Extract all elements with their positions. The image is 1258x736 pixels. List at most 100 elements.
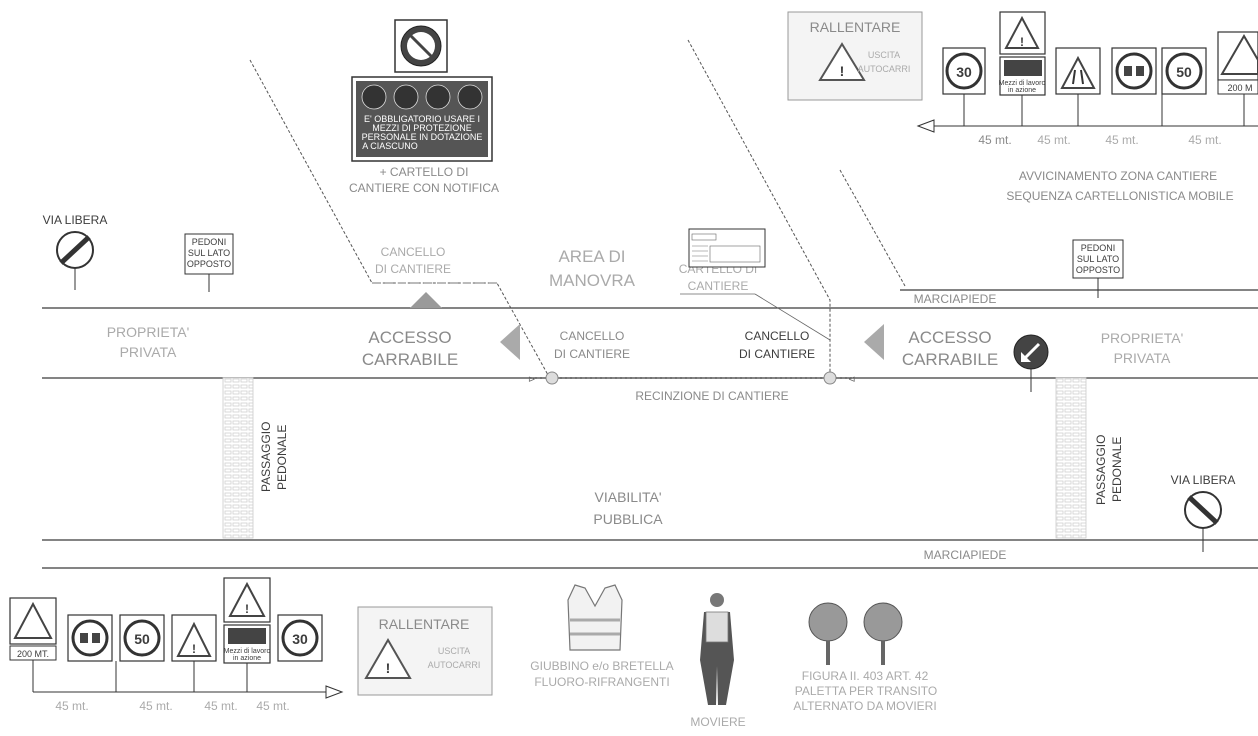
svg-text:!: ! bbox=[840, 63, 845, 79]
svg-text:30: 30 bbox=[956, 64, 972, 80]
fence-lamp-icon bbox=[823, 371, 837, 385]
passaggio-left-label-2: PEDONALE bbox=[275, 425, 289, 490]
svg-text:ALTERNATO DA MOVIERI: ALTERNATO DA MOVIERI bbox=[793, 699, 936, 713]
direction-arrow-icon bbox=[916, 119, 935, 133]
road-narrows-icon bbox=[1060, 55, 1096, 89]
proprieta-right-label-2: PRIVATA bbox=[1114, 350, 1171, 366]
svg-text:!: ! bbox=[245, 602, 249, 616]
pedoni-sign-right: PEDONI SUL LATO OPPOSTO bbox=[1072, 239, 1124, 298]
marciapiede-top-label: MARCIAPIEDE bbox=[914, 292, 997, 306]
marciapiede-bottom-label: MARCIAPIEDE bbox=[924, 548, 1007, 562]
recinzione-label: RECINZIONE DI CANTIERE bbox=[635, 389, 788, 403]
flagger-legend: MOVIERE bbox=[690, 593, 746, 729]
direction-arrow-icon bbox=[325, 685, 344, 699]
accesso-right-label: ACCESSO bbox=[908, 328, 991, 347]
svg-text:FLUORO-RIFRANGENTI: FLUORO-RIFRANGENTI bbox=[534, 675, 669, 689]
svg-text:45 mt.: 45 mt. bbox=[55, 699, 88, 713]
passaggio-right-label: PASSAGGIO bbox=[1094, 435, 1108, 505]
svg-text:45 mt.: 45 mt. bbox=[1188, 133, 1221, 147]
svg-text:SUL LATO: SUL LATO bbox=[1077, 254, 1119, 264]
svg-text:50: 50 bbox=[134, 631, 150, 647]
svg-text:FIGURA II. 403 ART. 42: FIGURA II. 403 ART. 42 bbox=[802, 669, 929, 683]
rallentare-sign-top: RALLENTARE ! USCITA AUTOCARRI bbox=[787, 11, 923, 101]
svg-text:E' OBBLIGATORIO USARE I: E' OBBLIGATORIO USARE I bbox=[364, 114, 480, 124]
accesso-left-label-2: CARRABILE bbox=[362, 350, 458, 369]
cartello-cantiere-sign bbox=[688, 228, 766, 268]
svg-text:OPPOSTO: OPPOSTO bbox=[1076, 265, 1120, 275]
approach-caption-2: SEQUENZA CARTELLONISTICA MOBILE bbox=[1006, 189, 1233, 203]
svg-text:RALLENTARE: RALLENTARE bbox=[810, 19, 901, 35]
proprieta-right-label: PROPRIETA' bbox=[1101, 330, 1184, 346]
svg-text:SUL LATO: SUL LATO bbox=[188, 248, 230, 258]
mask-icon bbox=[457, 84, 483, 110]
cartello-cantiere-label-2: CANTIERE bbox=[688, 279, 749, 293]
svg-text:45 mt.: 45 mt. bbox=[1037, 133, 1070, 147]
right-access-arrow-icon bbox=[864, 324, 884, 360]
approach-sign-sequence-top: 30 ! Mezzi di lavoro in azione 50 200 M bbox=[916, 11, 1258, 203]
svg-text:200 M: 200 M bbox=[1227, 83, 1252, 93]
svg-text:in azione: in azione bbox=[1008, 87, 1036, 94]
svg-text:45 mt.: 45 mt. bbox=[204, 699, 237, 713]
svg-text:Mezzi di lavoro: Mezzi di lavoro bbox=[999, 80, 1046, 87]
svg-text:PERSONALE IN DOTAZIONE: PERSONALE IN DOTAZIONE bbox=[362, 132, 483, 142]
vest-legend: GIUBBINO e/o BRETELLA FLUORO-RIFRANGENTI bbox=[530, 584, 674, 689]
warning-triangle-icon bbox=[818, 42, 866, 81]
accesso-left-label: ACCESSO bbox=[368, 328, 451, 347]
svg-text:!: ! bbox=[192, 642, 196, 656]
passaggio-right-label-2: PEDONALE bbox=[1110, 437, 1124, 502]
proprieta-left-label: PROPRIETA' bbox=[107, 324, 190, 340]
svg-text:MOVIERE: MOVIERE bbox=[690, 715, 745, 729]
svg-text:!: ! bbox=[1020, 35, 1024, 49]
no-overtaking-icon bbox=[71, 619, 109, 657]
site-boundary-lines bbox=[249, 39, 906, 378]
gate-marker-icon bbox=[410, 292, 442, 308]
right-crosswalk bbox=[1055, 377, 1087, 539]
svg-text:!: ! bbox=[386, 660, 391, 676]
speed-limit-50-icon bbox=[123, 619, 161, 657]
cartello-notifica-label-2: CANTIERE CON NOTIFICA bbox=[349, 181, 499, 195]
svg-text:RALLENTARE: RALLENTARE bbox=[379, 616, 470, 632]
pedoni-sign-left: PEDONI SUL LATO OPPOSTO bbox=[184, 233, 234, 292]
approach-sign-sequence-bottom: 200 MT. 50 ! ! Mezzi di lavoro in azione… bbox=[9, 577, 344, 713]
svg-text:45 mt.: 45 mt. bbox=[978, 133, 1011, 147]
boots-icon bbox=[393, 84, 419, 110]
via-libera-sign-left: VIA LIBERA bbox=[43, 213, 107, 290]
speed-limit-30-icon bbox=[281, 619, 319, 657]
left-boundary-line bbox=[249, 59, 549, 376]
site-labels: CANCELLO DI CANTIERE AREA DI MANOVRA CAR… bbox=[107, 245, 1184, 562]
area-manovra-label: AREA DI bbox=[558, 247, 625, 266]
rallentare-sign-bottom: RALLENTARE ! USCITA AUTOCARRI bbox=[357, 606, 493, 696]
sidewalk-boundary-line bbox=[839, 169, 906, 287]
speed-limit-50-icon bbox=[1165, 52, 1203, 90]
cartello-notifica-label: + CARTELLO DI bbox=[380, 165, 469, 179]
svg-text:Mezzi di lavoro: Mezzi di lavoro bbox=[224, 648, 271, 655]
svg-text:⊳: ⊳ bbox=[528, 374, 536, 384]
passaggio-left-label: PASSAGGIO bbox=[259, 422, 273, 492]
warning-triangle-icon bbox=[364, 638, 412, 679]
helmet-icon bbox=[361, 84, 387, 110]
cancello-mid-left-label: CANCELLO bbox=[560, 329, 625, 343]
ppe-sign-group: E' OBBLIGATORIO USARE I MEZZI DI PROTEZI… bbox=[349, 19, 499, 195]
cancello-mid-right-label: CANCELLO bbox=[745, 329, 810, 343]
warning-triangle-icon bbox=[176, 621, 212, 657]
safety-vest-icon bbox=[567, 584, 623, 651]
cancello-mid-right-label-2: DI CANTIERE bbox=[739, 347, 815, 361]
approach-caption: AVVICINAMENTO ZONA CANTIERE bbox=[1019, 169, 1217, 183]
cancello-top-label: CANCELLO bbox=[381, 245, 446, 259]
right-boundary-line bbox=[687, 39, 831, 378]
svg-text:50: 50 bbox=[1176, 64, 1192, 80]
svg-text:45 mt.: 45 mt. bbox=[256, 699, 289, 713]
svg-text:GIUBBINO e/o BRETELLA: GIUBBINO e/o BRETELLA bbox=[530, 659, 673, 673]
svg-text:45 mt.: 45 mt. bbox=[139, 699, 172, 713]
speed-limit-30-icon bbox=[945, 52, 983, 90]
svg-text:USCITA: USCITA bbox=[438, 646, 470, 656]
go-paddle-icon bbox=[863, 602, 903, 642]
svg-text:PALETTA PER TRANSITO: PALETTA PER TRANSITO bbox=[795, 684, 937, 698]
svg-text:A CIASCUNO: A CIASCUNO bbox=[362, 141, 418, 151]
roadworks-icon bbox=[13, 601, 53, 639]
roadworks-icon bbox=[1220, 34, 1258, 75]
work-vehicle-icon bbox=[228, 628, 266, 644]
warning-triangle-icon bbox=[1004, 15, 1040, 49]
work-vehicle-icon bbox=[1004, 60, 1042, 76]
keep-right-sign bbox=[1013, 334, 1049, 392]
